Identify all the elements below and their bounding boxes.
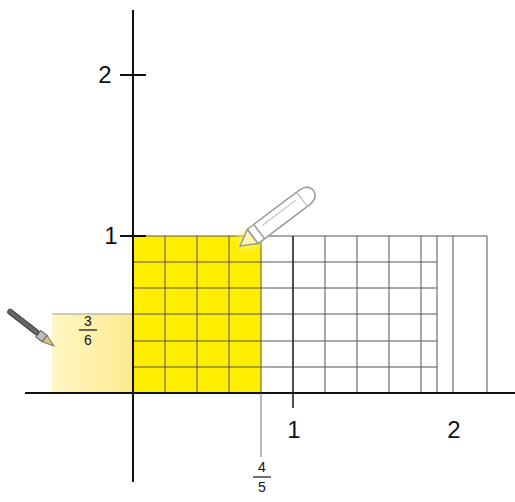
fraction-numerator: 3: [84, 314, 92, 328]
axis-number: 1: [287, 418, 300, 442]
pale-rect: [52, 314, 133, 393]
axes: [25, 10, 515, 482]
grid: [133, 236, 487, 393]
fraction-mark: [52, 314, 133, 315]
unit-line: [292, 236, 294, 408]
fraction-denominator: 5: [258, 480, 266, 494]
fraction-bar: [253, 476, 271, 477]
leader-line: [261, 393, 262, 457]
fraction-bar: [79, 329, 97, 330]
axis-number: 2: [447, 418, 460, 442]
pencil-icon: [235, 183, 319, 253]
brush-icon: [6, 307, 57, 349]
axis-number: 2: [98, 63, 111, 87]
fraction-denominator: 6: [84, 333, 92, 347]
fraction-numerator: 4: [258, 460, 266, 474]
axis-number: 1: [104, 224, 117, 248]
